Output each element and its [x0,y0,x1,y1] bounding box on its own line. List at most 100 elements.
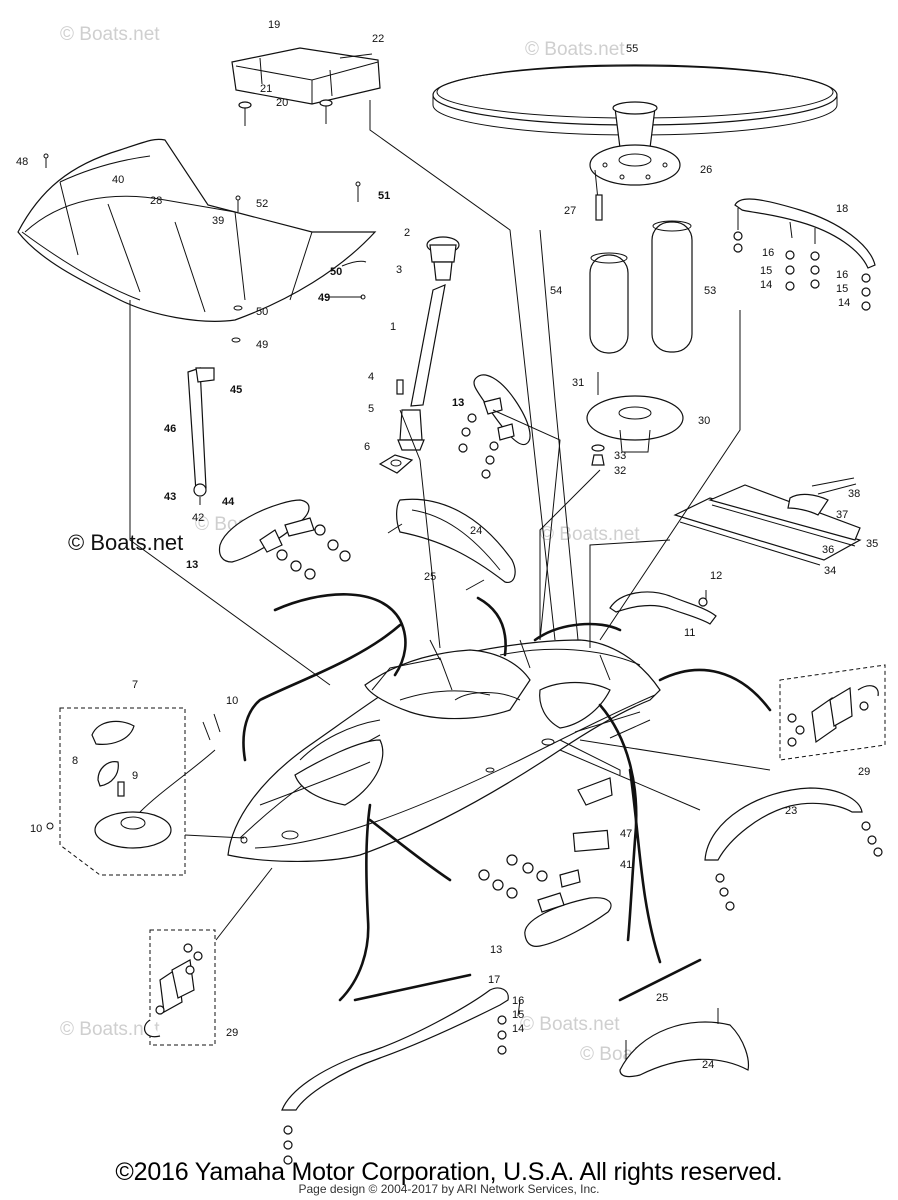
callout-label: 44 [222,496,235,508]
callout-label: 4 [368,371,374,383]
callout-label: 9 [132,770,138,782]
callout-label: 48 [16,156,28,168]
callout-label: 10 [226,695,238,707]
part-cylinders [589,220,693,354]
part-boat-hull [227,639,661,862]
part-rail-18 [733,198,876,311]
heavy-pointers [242,593,772,1002]
callout-label: 16 [836,269,848,281]
callout-label: 13 [452,397,464,409]
part-cleat-13-upper [458,374,531,479]
callout-label: 11 [684,627,695,639]
callout-label: 22 [372,33,384,45]
callout-label: 41 [620,859,632,871]
callout-label: 24 [470,525,482,537]
part-pedestal-top [589,101,681,221]
callout-label: 53 [704,285,716,297]
callout-label: 24 [702,1059,714,1071]
part-steering-column [378,236,460,474]
watermark: © Boats.net [520,1014,620,1035]
callout-label: 15 [836,283,848,295]
callout-label: 17 [488,974,500,986]
callout-label: 29 [858,766,870,778]
watermark: © Boats.net [60,1019,160,1040]
callout-label: 12 [710,570,722,582]
detail-box-29-left [143,929,216,1046]
callout-label: 49 [256,339,268,351]
callout-label: 26 [700,164,712,176]
part-pedestal-base [586,372,684,466]
part-windshield [17,138,377,322]
callout-label: 16 [762,247,774,259]
callout-label: 14 [838,297,850,309]
callout-label: 13 [490,944,502,956]
part-ring-55 [432,64,838,136]
part-seat-bracket [231,47,381,126]
part-rail-23 [704,787,883,911]
part-slide-rails [673,477,862,566]
watermark: © Boats.net [540,524,640,545]
callout-label: 15 [512,1009,524,1021]
callout-label: 46 [164,423,176,435]
callout-label: 38 [848,488,860,500]
callout-label: 19 [268,19,280,31]
callout-label: 7 [132,679,138,691]
callout-label: 1 [390,321,396,333]
part-seat-24-lower [619,1008,750,1078]
detail-box-7 [46,707,221,876]
part-grab-rail-46 [187,367,215,505]
callout-label: 3 [396,264,402,276]
callout-label: 39 [212,215,224,227]
callout-label: 20 [276,97,288,109]
callout-label: 49 [318,292,330,304]
callout-label: 5 [368,403,374,415]
callout-label: 34 [824,565,836,577]
part-grab-handle-11 [609,590,717,625]
copyright-notice: ©2016 Yamaha Motor Corporation, U.S.A. A… [115,1158,783,1186]
callout-label: 32 [614,465,626,477]
callout-label: 37 [836,509,848,521]
callout-label: 14 [760,279,772,291]
callout-label: 50 [256,306,268,318]
part-seat-24-upper [387,498,516,591]
callout-label: 36 [822,544,834,556]
part-windshield-hardware [43,153,367,343]
callout-label: 40 [112,174,124,186]
callout-label: 10 [30,823,42,835]
callout-label: 50 [330,266,342,278]
callout-label: 52 [256,198,268,210]
callout-label: 18 [836,203,848,215]
callout-label: 54 [550,285,562,297]
callout-label: 15 [760,265,772,277]
callout-label: 16 [512,995,524,1007]
callout-label: 55 [626,43,638,55]
part-47-41 [572,777,613,853]
callout-labels: 1 2 3 4 5 6 7 8 9 10 10 11 12 13 13 13 1… [16,19,878,1071]
callout-label: 27 [564,205,576,217]
detail-box-29-right [779,664,886,761]
callout-label: 28 [150,195,162,207]
callout-label: 8 [72,755,78,767]
callout-label: 14 [512,1023,524,1035]
callout-label: 47 [620,828,632,840]
watermark-dark: © Boats.net [68,530,183,555]
callout-label: 21 [260,83,272,95]
callout-label: 13 [452,397,464,409]
callout-label: 42 [192,512,204,524]
part-cleat-13-left [218,499,351,580]
callout-label: 35 [866,538,878,550]
callout-label: 29 [226,1027,238,1039]
part-rail-17 [281,987,509,1165]
callout-label: 33 [614,450,626,462]
part-cleat-13-lower [478,854,612,947]
callout-label: 2 [404,227,410,239]
callout-label: 25 [424,571,436,583]
watermark: © Boats.net [60,24,160,45]
callout-label: 23 [785,805,797,817]
callout-label: 13 [186,559,198,571]
watermark: © Boats.net [525,39,625,60]
callout-label: 30 [698,415,710,427]
design-credit: Page design © 2004-2017 by ARI Network S… [298,1182,600,1196]
callout-label: 43 [164,491,176,503]
